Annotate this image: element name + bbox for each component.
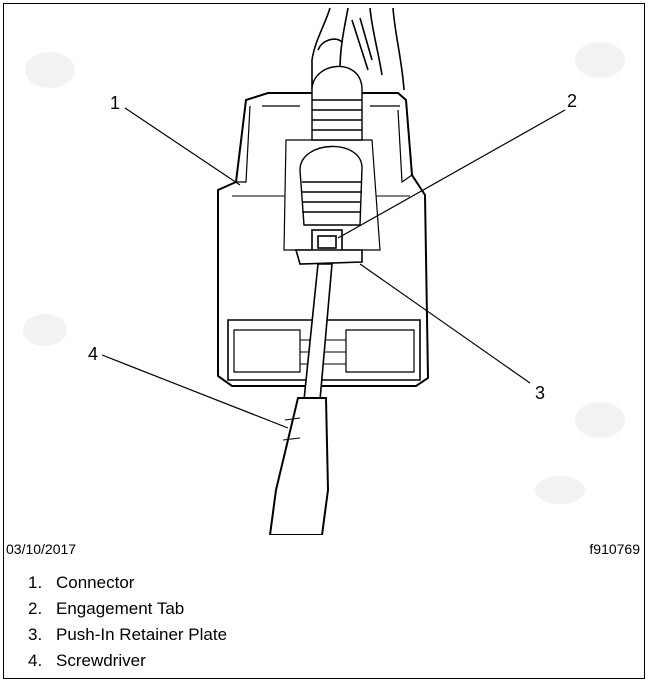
background-smudges bbox=[23, 42, 625, 504]
legend-number: 3. bbox=[28, 625, 43, 644]
wire-harness bbox=[311, 7, 405, 91]
callout-2: 2 bbox=[567, 91, 578, 111]
legend-item: 4. Screwdriver bbox=[28, 648, 227, 674]
wire-seal-lower bbox=[299, 145, 363, 226]
screwdriver bbox=[268, 263, 333, 535]
legend-item: 1. Connector bbox=[28, 570, 227, 596]
callout-3: 3 bbox=[535, 383, 546, 403]
legend-label: Engagement Tab bbox=[56, 599, 185, 618]
legend-label: Connector bbox=[56, 573, 135, 592]
legend-label: Screwdriver bbox=[56, 651, 146, 670]
leader-lines bbox=[101, 107, 566, 429]
push-in-retainer-plate bbox=[294, 249, 363, 265]
connector-illustration bbox=[23, 7, 625, 535]
legend-number: 1. bbox=[28, 573, 43, 592]
callout-1: 1 bbox=[110, 93, 121, 113]
legend-number: 4. bbox=[28, 651, 43, 670]
engagement-tab bbox=[311, 229, 343, 253]
figure-id: f910769 bbox=[589, 541, 640, 557]
legend-label: Push-In Retainer Plate bbox=[56, 625, 228, 644]
legend-item: 3. Push-In Retainer Plate bbox=[28, 622, 227, 648]
figure-date: 03/10/2017 bbox=[6, 541, 77, 557]
parts-legend: 1. Connector 2. Engagement Tab 3. Push-In R… bbox=[28, 570, 227, 674]
legend-number: 2. bbox=[28, 599, 43, 618]
legend-item: 2. Engagement Tab bbox=[28, 596, 227, 622]
wire-seal-upper bbox=[311, 65, 363, 141]
callout-4: 4 bbox=[88, 344, 99, 364]
